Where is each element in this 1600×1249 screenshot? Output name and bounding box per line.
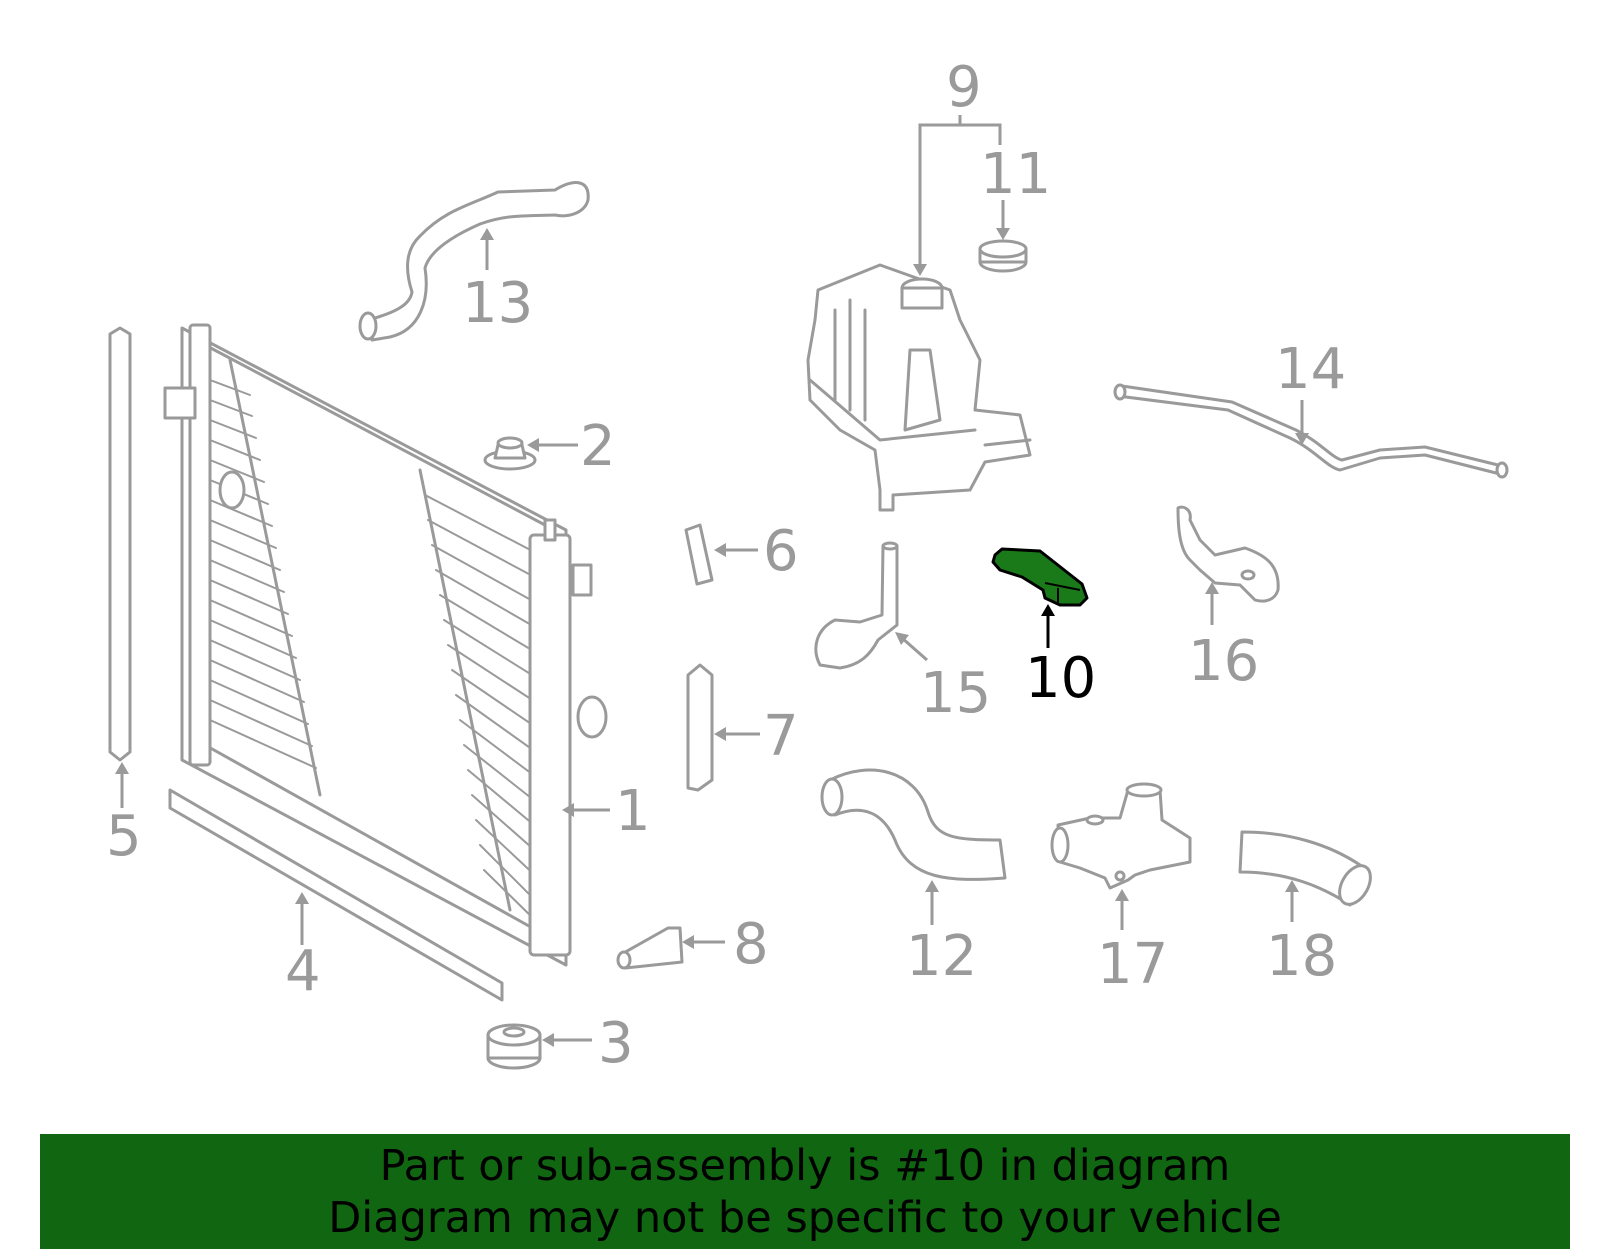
callout-6: 6 — [714, 519, 799, 584]
svg-text:16: 16 — [1188, 629, 1259, 694]
part-10-bracket[interactable] — [991, 547, 1089, 607]
info-banner: Part or sub-assembly is #10 in diagram D… — [40, 1134, 1570, 1249]
part-7-bracket[interactable] — [686, 663, 714, 792]
part-2-grommet[interactable] — [483, 436, 537, 471]
callout-10: 10 — [1025, 604, 1096, 711]
callout-9: 9 — [913, 55, 1002, 276]
banner-line-1: Part or sub-assembly is #10 in diagram — [379, 1141, 1231, 1191]
callout-18: 18 — [1266, 880, 1337, 989]
svg-text:17: 17 — [1097, 932, 1168, 997]
banner-line-2: Diagram may not be specific to your vehi… — [328, 1193, 1282, 1243]
callout-12: 12 — [906, 880, 977, 989]
svg-text:15: 15 — [920, 661, 991, 726]
part-11-cap[interactable] — [978, 239, 1028, 273]
callout-14: 14 — [1275, 337, 1346, 445]
callout-7: 7 — [714, 704, 799, 769]
svg-text:10: 10 — [1025, 646, 1096, 711]
part-6-clip[interactable] — [684, 523, 714, 586]
svg-text:6: 6 — [763, 519, 799, 584]
part-18-hose[interactable] — [1238, 830, 1377, 910]
part-13-hose[interactable] — [358, 181, 590, 342]
part-8-drain-plug[interactable] — [616, 926, 684, 970]
callout-17: 17 — [1097, 889, 1168, 997]
svg-text:7: 7 — [763, 704, 799, 769]
part-5-seal[interactable] — [108, 326, 132, 762]
svg-text:5: 5 — [106, 804, 142, 869]
svg-text:11: 11 — [980, 142, 1051, 207]
part-12-hose[interactable] — [820, 768, 1007, 881]
part-1-radiator[interactable] — [163, 323, 608, 967]
callout-1: 1 — [562, 779, 651, 844]
svg-text:1: 1 — [615, 779, 651, 844]
part-3-mount[interactable] — [486, 1023, 542, 1070]
callout-16: 16 — [1188, 582, 1259, 694]
part-17-outlet[interactable] — [1050, 782, 1192, 890]
svg-text:14: 14 — [1275, 337, 1346, 402]
svg-text:18: 18 — [1266, 924, 1337, 989]
svg-text:3: 3 — [598, 1011, 634, 1076]
svg-text:8: 8 — [733, 912, 769, 977]
svg-text:9: 9 — [946, 55, 982, 120]
part-4-seal[interactable] — [168, 788, 504, 1002]
part-16-hose[interactable] — [1176, 505, 1280, 603]
parts-diagram: 1 2 3 4 5 — [106, 55, 1509, 1076]
callout-11: 11 — [980, 142, 1051, 240]
callout-5: 5 — [106, 762, 142, 869]
svg-text:4: 4 — [285, 939, 321, 1004]
svg-text:13: 13 — [462, 271, 533, 336]
svg-text:2: 2 — [580, 414, 616, 479]
callout-8: 8 — [682, 912, 769, 977]
part-9-reservoir[interactable] — [806, 263, 1032, 512]
callout-2: 2 — [527, 414, 616, 479]
part-15-hose[interactable] — [814, 541, 899, 670]
callout-3: 3 — [542, 1011, 634, 1076]
callout-13: 13 — [462, 228, 533, 336]
callout-4: 4 — [285, 892, 321, 1004]
svg-text:12: 12 — [906, 924, 977, 989]
part-14-pipe[interactable] — [1113, 383, 1509, 479]
callout-15: 15 — [895, 632, 991, 726]
